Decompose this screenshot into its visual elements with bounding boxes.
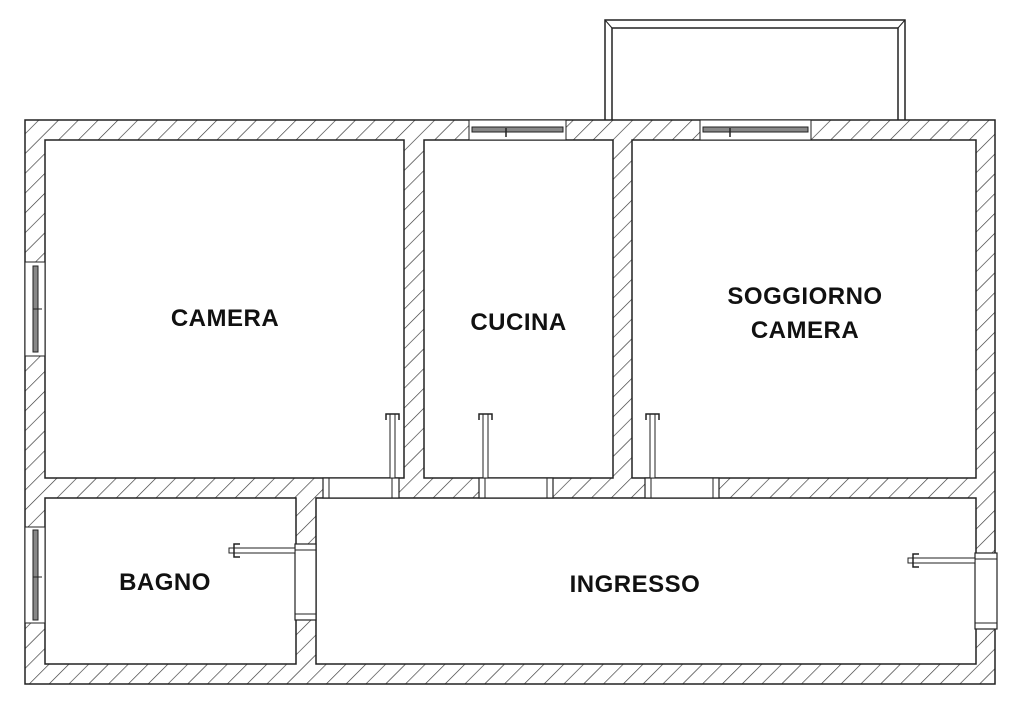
room-label-bagno: BAGNO: [119, 569, 211, 596]
room-label-ingresso: INGRESSO: [569, 571, 701, 598]
window-cucina-north: [468, 119, 567, 141]
balcony: [604, 19, 906, 120]
door-camera: [322, 413, 400, 499]
room-label-cucina: CUCINA: [470, 309, 567, 336]
room-label-soggiorno-camera: SOGGIORNO CAMERA: [727, 283, 883, 344]
door-entrance: [907, 552, 998, 630]
door-bagno: [228, 543, 317, 621]
room-label-camera: CAMERA: [170, 305, 280, 332]
walls: [24, 119, 996, 685]
window-camera-west: [24, 261, 46, 357]
door-cucina: [478, 413, 554, 499]
window-bagno-west: [24, 526, 46, 624]
door-soggiorno: [644, 413, 720, 499]
window-soggiorno-north: [699, 119, 812, 141]
